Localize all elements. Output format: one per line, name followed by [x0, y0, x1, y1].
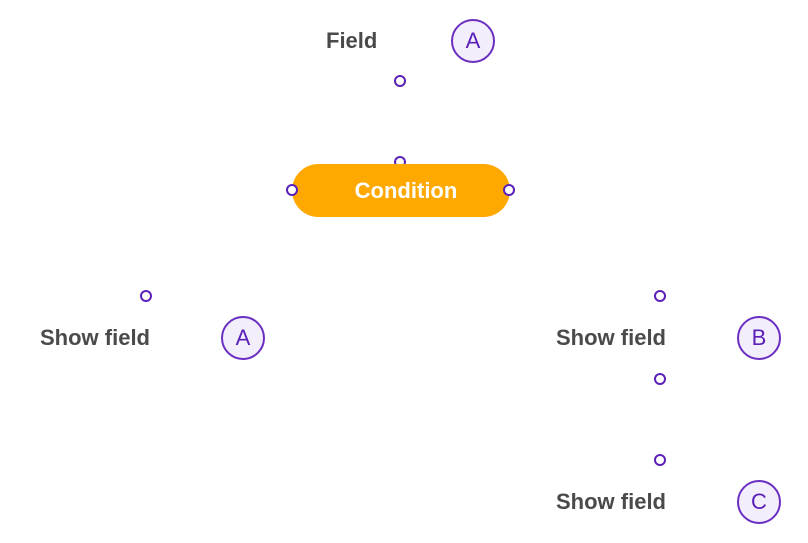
condition-right-port[interactable]: [503, 184, 515, 196]
output-c-badge[interactable]: C: [737, 480, 781, 524]
condition-left-port[interactable]: [286, 184, 298, 196]
output-b-output-port[interactable]: [654, 373, 666, 385]
output-c-label: Show field: [556, 489, 666, 514]
source-field-badge[interactable]: A: [451, 19, 495, 63]
condition-node[interactable]: Condition: [292, 164, 510, 217]
output-b-label: Show field: [556, 325, 666, 350]
source-field-label: Field: [326, 28, 378, 53]
output-a-label: Show field: [40, 325, 150, 350]
source-output-port[interactable]: [394, 75, 406, 87]
condition-label: Condition: [354, 177, 458, 203]
output-b-input-port[interactable]: [654, 290, 666, 302]
output-c-input-port[interactable]: [654, 454, 666, 466]
output-a-input-port[interactable]: [140, 290, 152, 302]
output-b-badge[interactable]: B: [737, 316, 781, 360]
output-a-badge[interactable]: A: [221, 316, 265, 360]
